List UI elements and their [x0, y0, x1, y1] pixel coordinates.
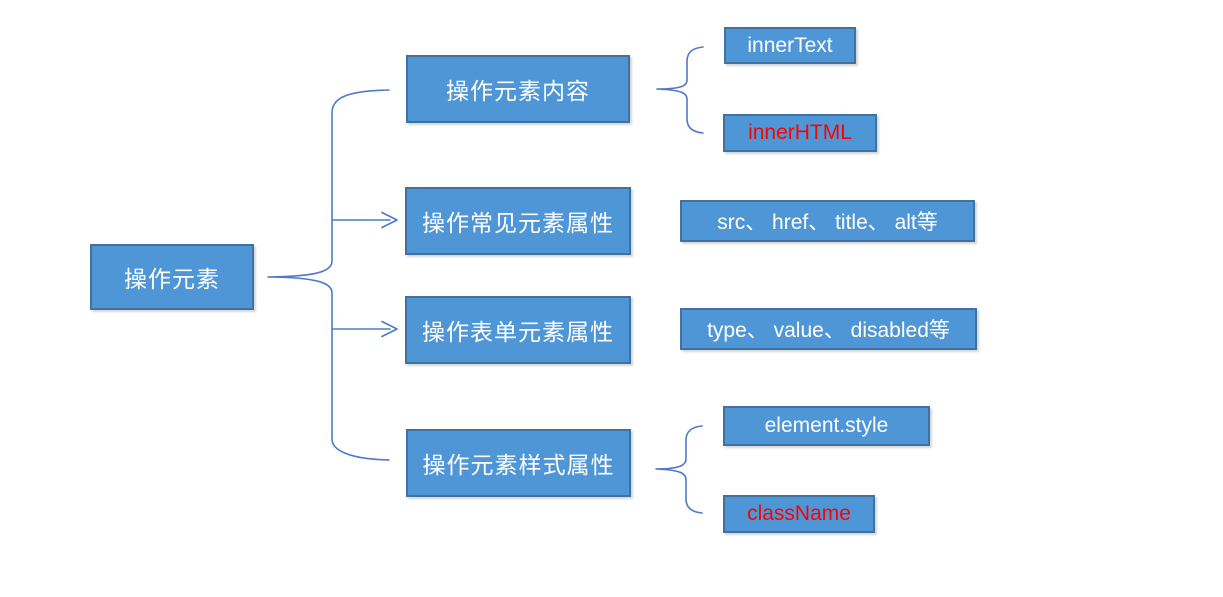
- node-leaf-form-attr-examples: type、 value、 disabled等: [680, 308, 977, 350]
- node-leaf-common-attr-examples: src、 href、 title、 alt等: [680, 200, 975, 242]
- node-leaf-element-style: element.style: [723, 406, 930, 446]
- node-root: 操作元素: [90, 244, 254, 310]
- common-attrs-arrow-connector: [331, 211, 398, 229]
- node-branch-style-attrs-label: 操作元素样式属性: [422, 452, 615, 478]
- node-branch-common-attrs-label: 操作常见元素属性: [422, 210, 614, 236]
- node-branch-style-attrs: 操作元素样式属性: [406, 429, 631, 497]
- node-leaf-innertext: innerText: [724, 27, 856, 64]
- node-branch-form-attrs: 操作表单元素属性: [405, 296, 631, 364]
- node-leaf-element-style-label: element.style: [764, 414, 889, 437]
- node-leaf-common-attr-examples-label: src、 href、 title、 alt等: [717, 211, 938, 234]
- node-branch-content-label: 操作元素内容: [446, 78, 590, 104]
- node-leaf-classname-label: className: [747, 502, 851, 525]
- style-brace-connector: [655, 425, 703, 514]
- root-brace-connector: [267, 89, 390, 461]
- node-leaf-innerhtml-label: innerHTML: [748, 121, 852, 144]
- node-leaf-innertext-label: innerText: [747, 33, 833, 57]
- form-attrs-arrow-connector: [331, 320, 398, 338]
- node-branch-common-attrs: 操作常见元素属性: [405, 187, 631, 255]
- node-leaf-classname: className: [723, 495, 875, 533]
- node-branch-form-attrs-label: 操作表单元素属性: [422, 319, 614, 345]
- node-leaf-innerhtml: innerHTML: [723, 114, 877, 152]
- node-leaf-form-attr-examples-label: type、 value、 disabled等: [707, 319, 950, 342]
- node-branch-content: 操作元素内容: [406, 55, 630, 123]
- node-root-label: 操作元素: [124, 266, 220, 292]
- content-brace-connector: [656, 46, 704, 134]
